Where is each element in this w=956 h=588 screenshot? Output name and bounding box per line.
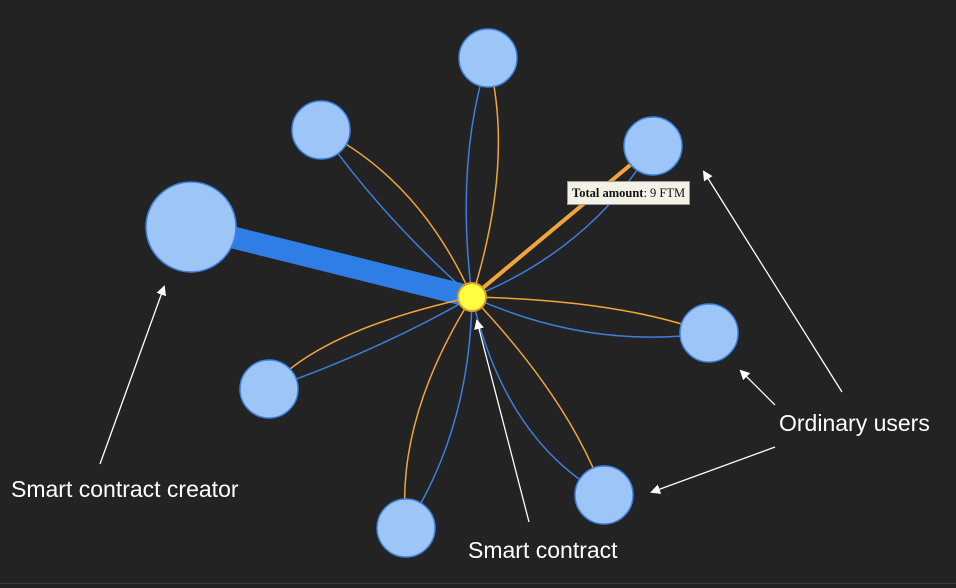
edge-blue-right xyxy=(471,296,710,338)
arrow-users-upper-right xyxy=(702,170,843,393)
node-creator[interactable] xyxy=(145,181,237,273)
label-contract: Smart contract xyxy=(468,537,618,563)
edge-orange-upper-right xyxy=(470,144,655,299)
edge-orange-top xyxy=(471,57,500,298)
tooltip-separator: : xyxy=(643,186,651,200)
label-users: Ordinary users xyxy=(779,410,930,436)
edge-blue-bottom-left xyxy=(405,296,473,529)
tooltip-label: Total amount xyxy=(572,186,644,200)
arrow-contract xyxy=(474,319,530,523)
edge-orange-bottom-right xyxy=(471,296,605,496)
edge-orange-left xyxy=(268,296,473,390)
edge-blue-upper-right xyxy=(471,145,654,298)
edge-orange-bottom-left xyxy=(403,296,473,529)
node-user-right[interactable] xyxy=(679,303,739,363)
arrow-creator xyxy=(99,285,166,465)
node-user-bottom-right[interactable] xyxy=(574,465,634,525)
edge-blue-bottom-right xyxy=(471,296,605,496)
edge-orange-right xyxy=(471,296,710,334)
tooltip-value: 9 FTM xyxy=(650,186,686,200)
arrow-users-right xyxy=(739,369,776,406)
edge-blue-left xyxy=(268,296,473,390)
bottom-divider xyxy=(0,583,956,584)
node-user-left[interactable] xyxy=(239,359,299,419)
node-user-upper-left[interactable] xyxy=(291,100,351,160)
label-creator: Smart contract creator xyxy=(11,476,239,502)
arrow-users-bottom-right xyxy=(650,446,776,494)
node-user-top[interactable] xyxy=(458,28,518,88)
edge-tooltip: Total amount: 9 FTM xyxy=(567,181,691,205)
edge-blue-top xyxy=(465,57,489,298)
node-user-upper-right[interactable] xyxy=(623,116,683,176)
creator-edge xyxy=(188,216,475,308)
node-smart-contract[interactable] xyxy=(457,282,487,312)
node-user-bottom-left[interactable] xyxy=(376,498,436,558)
